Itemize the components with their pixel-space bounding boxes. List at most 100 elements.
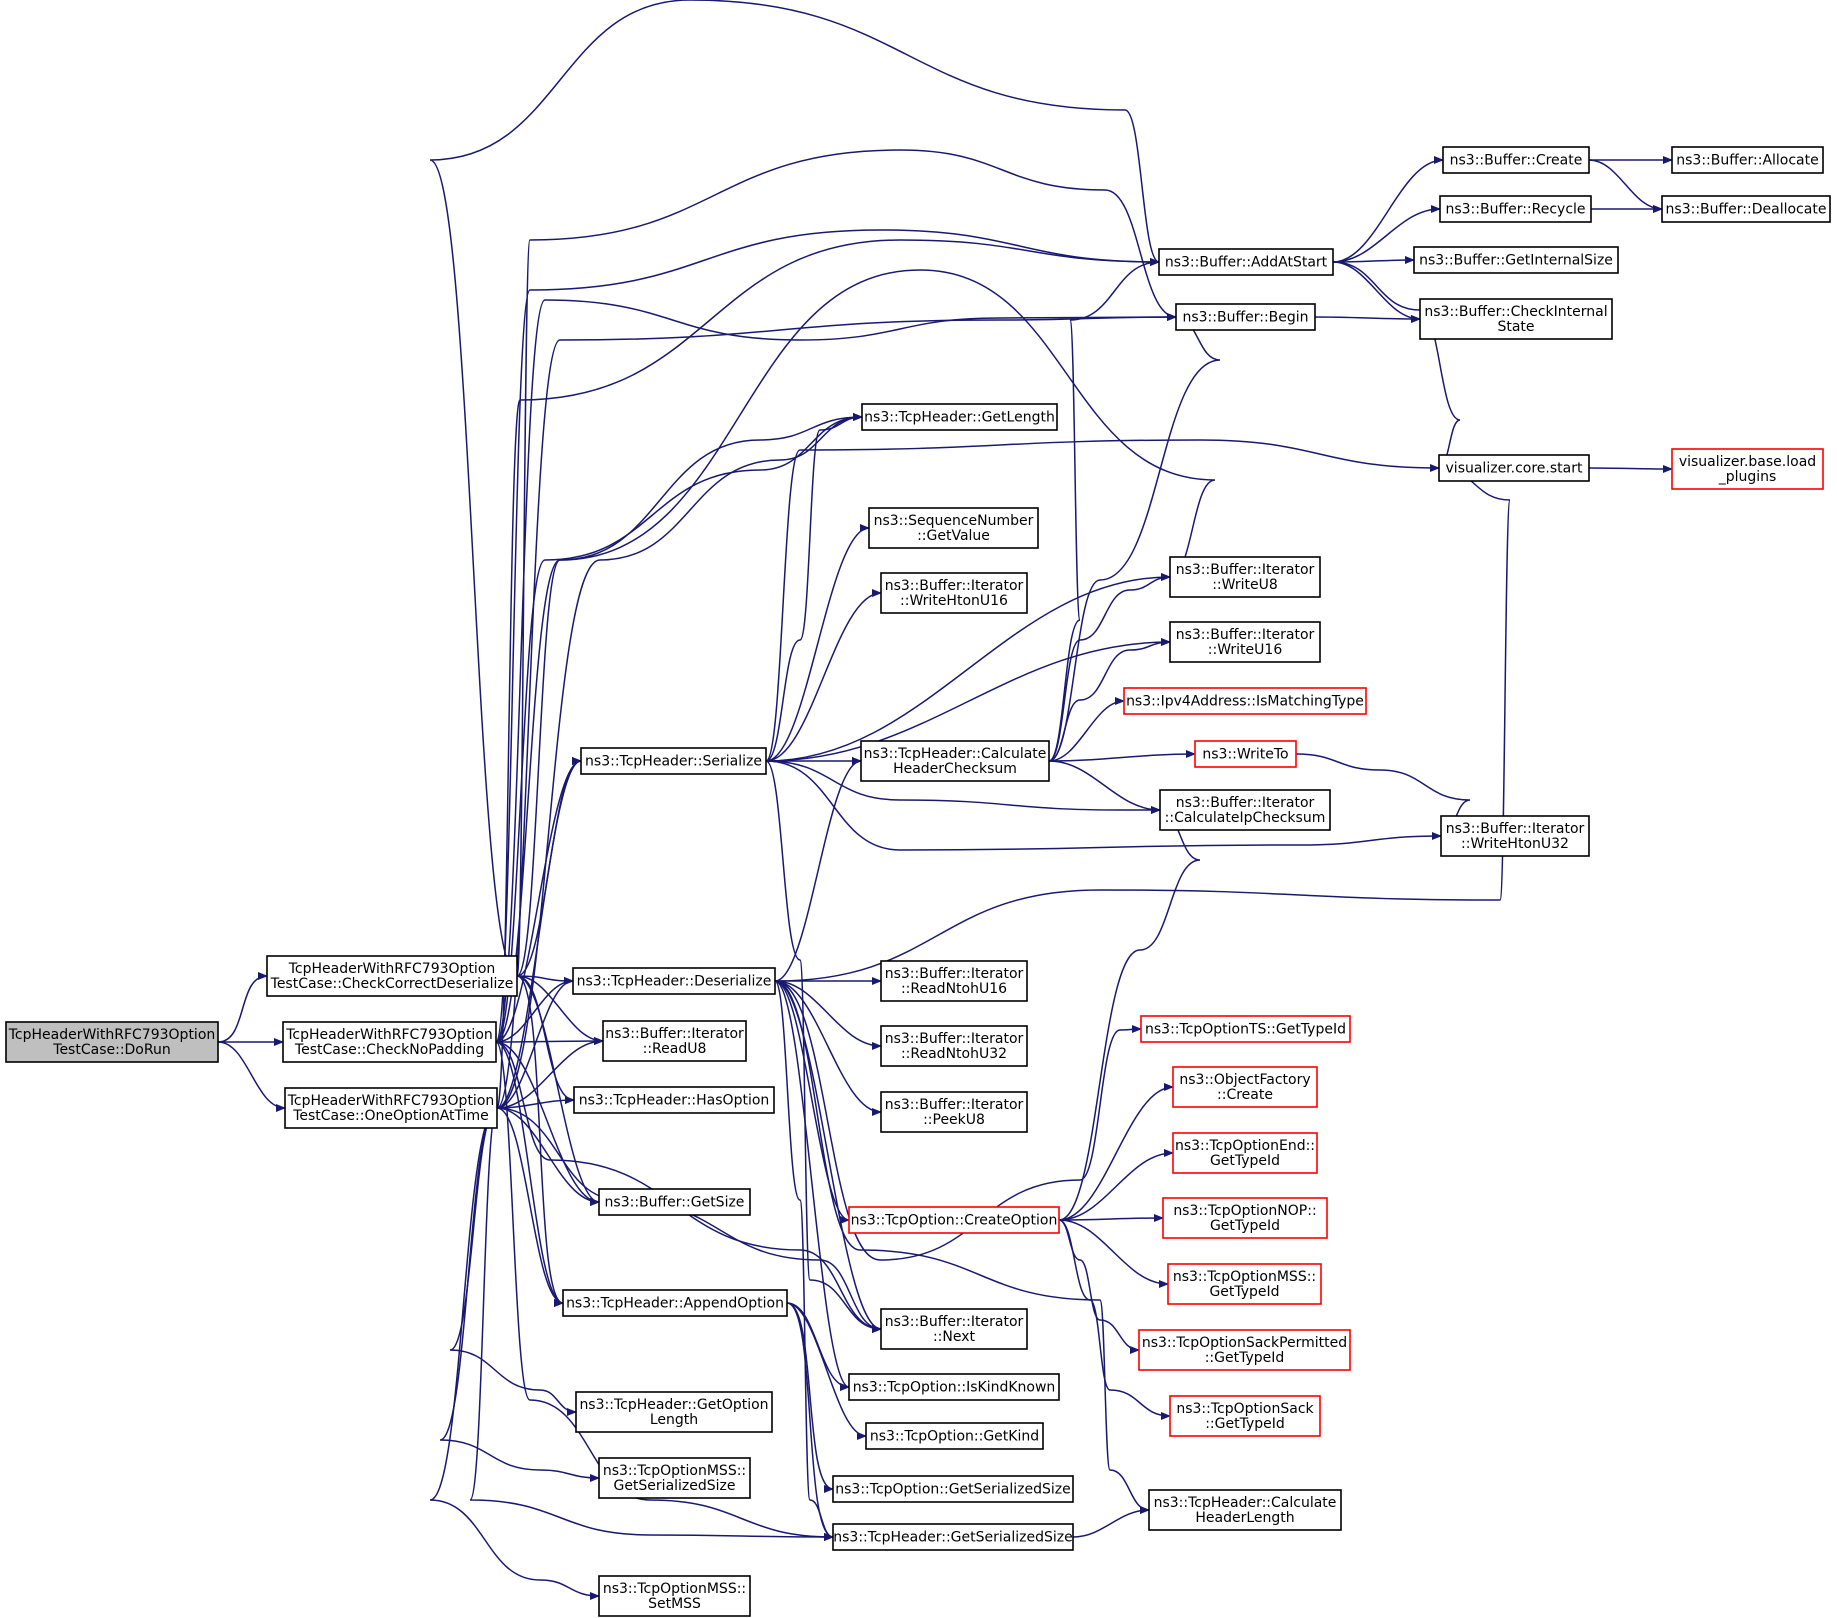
node-label: ns3::Buffer::Deallocate <box>1666 202 1827 218</box>
node-label: visualizer.base.load <box>1679 454 1816 470</box>
node-readu8[interactable]: ns3::Buffer::Iterator::ReadU8 <box>602 1020 747 1062</box>
node-readntohu32[interactable]: ns3::Buffer::Iterator::ReadNtohU32 <box>880 1025 1028 1067</box>
node-label: ns3::TcpOptionTS::GetTypeId <box>1145 1022 1346 1038</box>
node-tsgettype[interactable]: ns3::TcpOptionTS::GetTypeId <box>1140 1015 1351 1043</box>
node-readntohu16[interactable]: ns3::Buffer::Iterator::ReadNtohU16 <box>880 960 1028 1002</box>
node-box <box>1123 687 1367 715</box>
node-getinternalsize[interactable]: ns3::Buffer::GetInternalSize <box>1413 246 1619 274</box>
node-objfactory[interactable]: ns3::ObjectFactory::Create <box>1172 1066 1318 1108</box>
node-box <box>880 1308 1028 1350</box>
edge-oneoption-to-iternext <box>496 1107 882 1333</box>
edge-appendopt-to-getkind <box>786 1302 867 1440</box>
node-label: TestCase::CheckNoPadding <box>294 1042 484 1058</box>
node-label: ns3::Buffer::Iterator <box>885 966 1024 982</box>
node-bufdealloc[interactable]: ns3::Buffer::Deallocate <box>1661 195 1831 223</box>
node-label: ns3::TcpHeader::AppendOption <box>566 1296 784 1312</box>
node-appendopt[interactable]: ns3::TcpHeader::AppendOption <box>562 1289 788 1317</box>
edge-calchdrcs-to-calcipcs <box>1048 760 1161 814</box>
node-setmss[interactable]: ns3::TcpOptionMSS::SetMSS <box>598 1575 751 1617</box>
node-label: ns3::TcpHeader::Serialize <box>585 754 762 770</box>
node-peeku8[interactable]: ns3::Buffer::Iterator::PeekU8 <box>880 1091 1028 1133</box>
node-getlength[interactable]: ns3::TcpHeader::GetLength <box>861 403 1058 431</box>
node-label: ::WriteHtonU32 <box>1461 836 1569 852</box>
node-box <box>1140 1015 1351 1043</box>
node-endgettype[interactable]: ns3::TcpOptionEnd::GetTypeId <box>1172 1132 1318 1174</box>
node-label: ns3::Buffer::AddAtStart <box>1165 255 1328 271</box>
edge-checknopad-to-readu8 <box>495 1037 604 1046</box>
node-iternext[interactable]: ns3::Buffer::Iterator::Next <box>880 1308 1028 1350</box>
node-viscorestart[interactable]: visualizer.core.start <box>1438 454 1590 482</box>
node-label: ns3::TcpOptionMSS:: <box>603 1463 746 1479</box>
node-box <box>1159 789 1331 831</box>
edge-serialize-to-writeu8 <box>765 573 1171 762</box>
node-deserialize[interactable]: ns3::TcpHeader::Deserialize <box>572 967 776 995</box>
node-addatstart[interactable]: ns3::Buffer::AddAtStart <box>1158 248 1334 276</box>
node-box <box>573 1086 775 1114</box>
node-checknopad[interactable]: TcpHeaderWithRFC793OptionTestCase::Check… <box>282 1021 497 1063</box>
node-checkcorrect[interactable]: TcpHeaderWithRFC793OptionTestCase::Check… <box>266 955 518 997</box>
edge-checknopad-to-getlength <box>495 413 863 1043</box>
node-iskindknown[interactable]: ns3::TcpOption::IsKindKnown <box>848 1373 1060 1401</box>
node-mssgetser[interactable]: ns3::TcpOptionMSS::GetSerializedSize <box>598 1457 751 1499</box>
node-box <box>860 740 1050 782</box>
node-label: ::WriteU8 <box>1212 577 1278 593</box>
node-label: ns3::TcpOptionNOP:: <box>1173 1203 1316 1219</box>
node-bufcreate[interactable]: ns3::Buffer::Create <box>1442 146 1590 174</box>
node-label: ::WriteU16 <box>1208 642 1283 658</box>
node-writehtonu16[interactable]: ns3::Buffer::Iterator::WriteHtonU16 <box>880 572 1028 614</box>
edge-serialize-to-writehtonu32 <box>765 760 1442 851</box>
node-label: ns3::Buffer::Iterator <box>1176 562 1315 578</box>
node-oneoption[interactable]: TcpHeaderWithRFC793OptionTestCase::OneOp… <box>284 1087 498 1129</box>
node-serialize[interactable]: ns3::TcpHeader::Serialize <box>580 747 767 775</box>
edge-deserialize-to-tsgettype <box>774 980 1142 1261</box>
node-box <box>598 1575 751 1617</box>
node-label: GetTypeId <box>1210 1153 1280 1169</box>
node-calcipcs[interactable]: ns3::Buffer::Iterator::CalculateIpChecks… <box>1159 789 1331 831</box>
node-bufrecycle[interactable]: ns3::Buffer::Recycle <box>1439 195 1592 223</box>
node-bufallocate[interactable]: ns3::Buffer::Allocate <box>1671 146 1824 174</box>
edge-createopt-to-endgettype <box>1058 1149 1174 1221</box>
node-visloadplugins[interactable]: visualizer.base.load_plugins <box>1671 448 1824 490</box>
node-label: ns3::TcpOption::GetSerializedSize <box>835 1482 1070 1498</box>
edge-calchdrcs-to-addatstart <box>1048 258 1160 762</box>
node-mssgettype[interactable]: ns3::TcpOptionMSS::GetTypeId <box>1167 1263 1322 1305</box>
node-label: ns3::Buffer::Create <box>1450 153 1583 169</box>
node-box <box>1167 1263 1322 1305</box>
node-hdrgetser[interactable]: ns3::TcpHeader::GetSerializedSize <box>832 1523 1074 1551</box>
node-label: ::Next <box>933 1329 976 1345</box>
node-label: TestCase::CheckCorrectDeserialize <box>270 976 514 992</box>
node-hasoption[interactable]: ns3::TcpHeader::HasOption <box>573 1086 775 1114</box>
edge-checknopad-to-hdrgetser <box>495 1041 834 1541</box>
node-box <box>1419 298 1613 340</box>
node-writehtonu32[interactable]: ns3::Buffer::Iterator::WriteHtonU32 <box>1440 815 1590 857</box>
node-getkind[interactable]: ns3::TcpOption::GetKind <box>865 1422 1044 1450</box>
node-ipv4match[interactable]: ns3::Ipv4Address::IsMatchingType <box>1123 687 1367 715</box>
edge-addatstart-to-viscorestart <box>1332 261 1461 472</box>
node-box <box>1440 815 1590 857</box>
node-bufsize[interactable]: ns3::Buffer::GetSize <box>598 1188 751 1216</box>
node-writeu16[interactable]: ns3::Buffer::Iterator::WriteU16 <box>1169 621 1321 663</box>
node-seqgetval[interactable]: ns3::SequenceNumber::GetValue <box>868 507 1039 549</box>
node-box <box>832 1523 1074 1551</box>
node-nopgettype[interactable]: ns3::TcpOptionNOP::GetTypeId <box>1162 1197 1328 1239</box>
node-begin[interactable]: ns3::Buffer::Begin <box>1175 303 1316 331</box>
node-sackgettype[interactable]: ns3::TcpOptionSack::GetTypeId <box>1169 1395 1321 1437</box>
node-label: ns3::TcpOptionMSS:: <box>603 1581 746 1597</box>
node-writeto[interactable]: ns3::WriteTo <box>1194 740 1297 768</box>
edge-oneoption-to-getlength <box>496 413 863 1109</box>
node-createopt[interactable]: ns3::TcpOption::CreateOption <box>848 1206 1060 1234</box>
edge-checkcorrect-to-hasoption <box>516 975 575 1104</box>
edge-dorun-to-oneoption <box>217 1041 286 1112</box>
node-label: ns3::Buffer::Iterator <box>885 578 1024 594</box>
node-optgetser[interactable]: ns3::TcpOption::GetSerializedSize <box>832 1475 1074 1503</box>
node-label: ::GetValue <box>917 528 990 544</box>
node-box <box>580 747 767 775</box>
node-writeu8[interactable]: ns3::Buffer::Iterator::WriteU8 <box>1169 556 1321 598</box>
node-sackpermgettype[interactable]: ns3::TcpOptionSackPermitted::GetTypeId <box>1138 1329 1351 1371</box>
node-label: ns3::Buffer::Allocate <box>1676 153 1819 169</box>
